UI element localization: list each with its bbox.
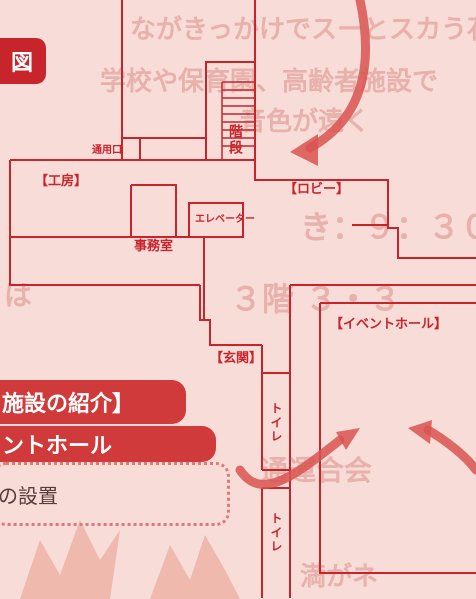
event-hall-heading: ントホール — [0, 426, 216, 462]
upper-block-wall — [121, 0, 256, 139]
storage-wall — [130, 184, 177, 237]
arrow-top-head-icon — [290, 134, 318, 166]
facility-intro-title: 施設の紹介】 — [0, 380, 186, 424]
setup-text: の設置 — [0, 484, 58, 508]
label-elevator: エレベーター — [195, 214, 255, 225]
bg-text-line8: 満がネ — [300, 561, 378, 592]
right-outer-wall — [387, 180, 476, 259]
arrow-right-icon — [423, 425, 476, 475]
label-toilet-upper: トイレ — [269, 402, 283, 444]
bg-text-line5: ３階 ３・３ — [230, 280, 401, 318]
office-wall — [199, 285, 262, 346]
arrows — [235, 0, 476, 489]
bg-text-line2: 学校や保育園、高齢者施設で — [100, 66, 438, 97]
label-stairs: 階段 — [227, 124, 243, 156]
setup-dotted-box — [0, 462, 230, 526]
label-entrance: 【玄関】 — [210, 351, 263, 366]
label-event-hall: 【イベントホール】 — [330, 317, 448, 332]
arrow-right-head-icon — [408, 420, 432, 444]
label-toilet-lower: トイレ — [269, 512, 283, 554]
label-workshop: 【工房】 — [35, 174, 88, 189]
arrow-top-icon — [305, 0, 370, 153]
label-office: 事務室 — [134, 239, 174, 254]
arrow-left-icon — [235, 435, 345, 489]
stairs-lines — [221, 81, 255, 160]
staff-entrance-wall — [121, 138, 141, 161]
workshop-wall — [9, 159, 206, 286]
maple-leaf-decoration — [20, 520, 240, 599]
figure-badge: 図 — [0, 38, 46, 84]
label-staff-entrance: 通用口 — [92, 145, 122, 156]
event-hall-wall — [319, 302, 476, 574]
bg-text-line1: ながきっかけでスーとスカう石杉 — [130, 14, 476, 45]
elevator-box — [188, 202, 244, 238]
label-lobby: 【ロビー】 — [284, 182, 350, 197]
entrance-wall — [261, 345, 290, 374]
arrow-left-head-icon — [336, 428, 360, 450]
